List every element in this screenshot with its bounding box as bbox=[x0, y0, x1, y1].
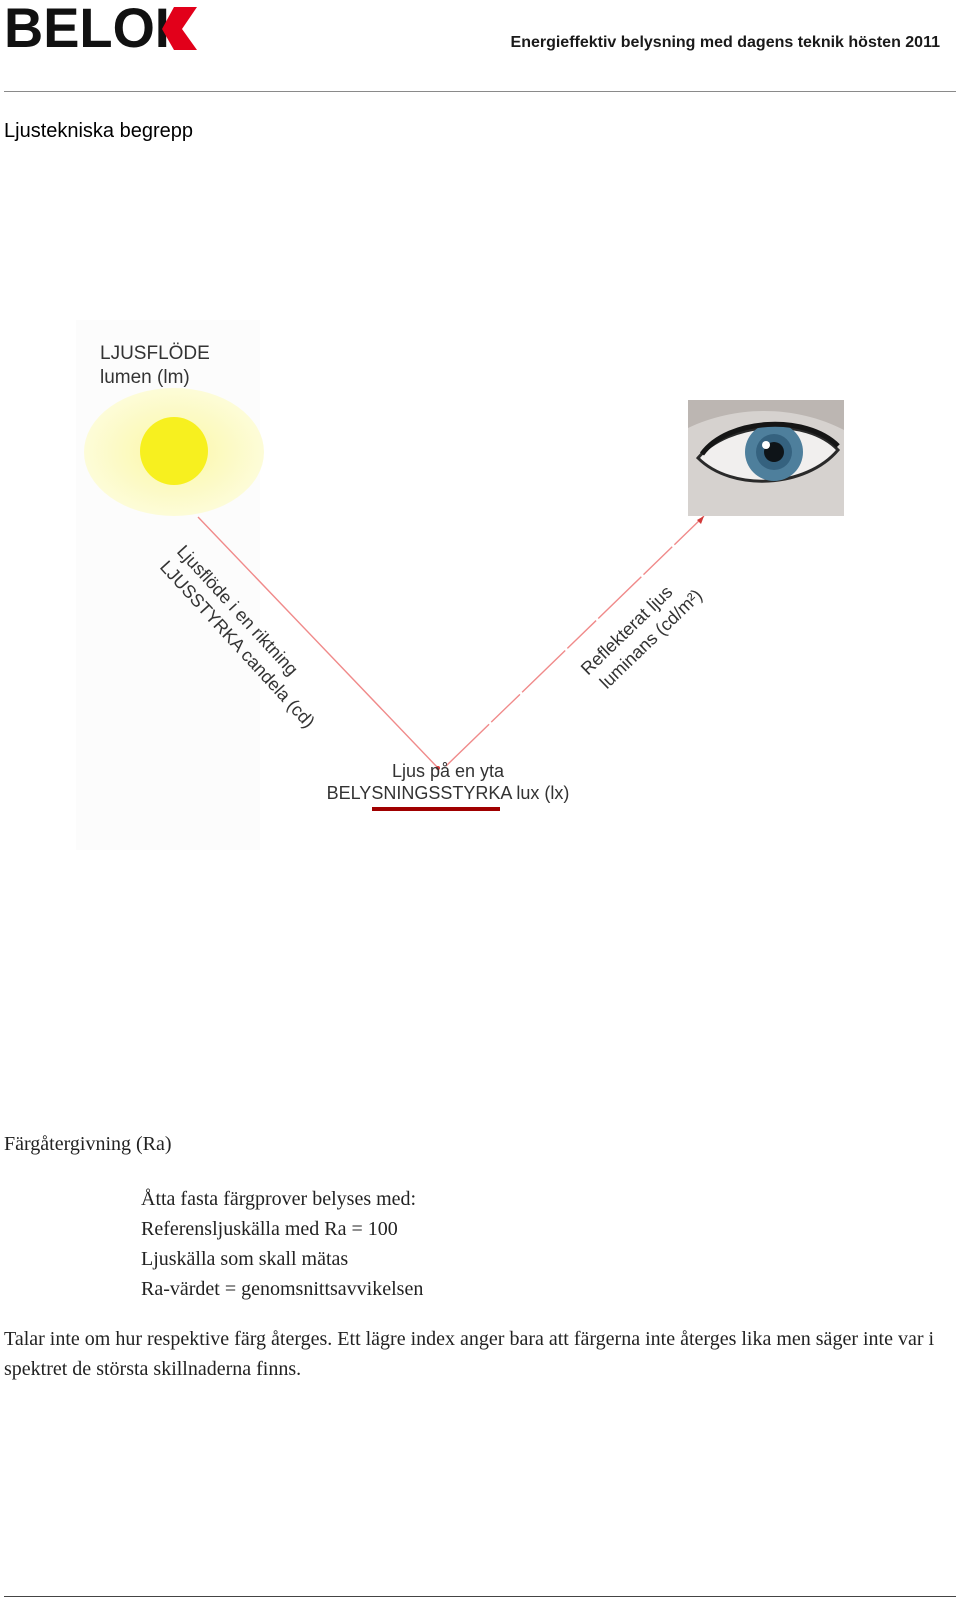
color-rendering-heading: Färgåtergivning (Ra) bbox=[4, 1133, 172, 1155]
header-divider bbox=[4, 91, 956, 92]
eye-highlight bbox=[762, 441, 770, 449]
eye-brow-shadow bbox=[688, 400, 844, 430]
belok-logo: BELOK bbox=[4, 2, 197, 52]
document-header-title: Energieffektiv belysning med dagens tekn… bbox=[510, 34, 940, 51]
color-rendering-paragraph: Talar inte om hur respektive färg återge… bbox=[4, 1328, 935, 1380]
surface-label-2: BELYSNINGSSTYRKA lux (lx) bbox=[327, 783, 570, 803]
incident-ray-end bbox=[436, 766, 440, 770]
light-concepts-diagram: LJUSFLÖDE lumen (lm) Ljusflöde i en rikt… bbox=[70, 320, 850, 860]
surface-bar bbox=[372, 807, 500, 811]
logo-red-accent bbox=[162, 7, 197, 50]
eye-photo bbox=[688, 400, 844, 516]
list-item: Referensljuskälla med Ra = 100 bbox=[141, 1218, 398, 1240]
sun-icon bbox=[84, 388, 264, 516]
reflected-ray bbox=[445, 515, 705, 767]
logo-text: BELOK bbox=[4, 2, 194, 52]
surface-label-1: Ljus på en yta bbox=[392, 761, 505, 781]
eye-lashes bbox=[699, 421, 840, 456]
reflected-ray-arrowhead bbox=[697, 516, 704, 524]
section-heading: Ljustekniska begrepp bbox=[4, 120, 194, 142]
footer-divider bbox=[4, 1596, 956, 1597]
incident-ray bbox=[197, 516, 439, 769]
list-item: Ljuskälla som skall mätas bbox=[141, 1248, 349, 1270]
color-rendering-list: Åtta fasta färgprover belyses med: Refer… bbox=[141, 1184, 423, 1304]
list-item: Ra-värdet = genomsnittsavvikelsen bbox=[141, 1278, 424, 1300]
source-unit: lumen (lm) bbox=[100, 367, 190, 388]
source-label: LJUSFLÖDE bbox=[100, 343, 210, 364]
list-item: Åtta fasta färgprover belyses med: bbox=[141, 1188, 417, 1210]
